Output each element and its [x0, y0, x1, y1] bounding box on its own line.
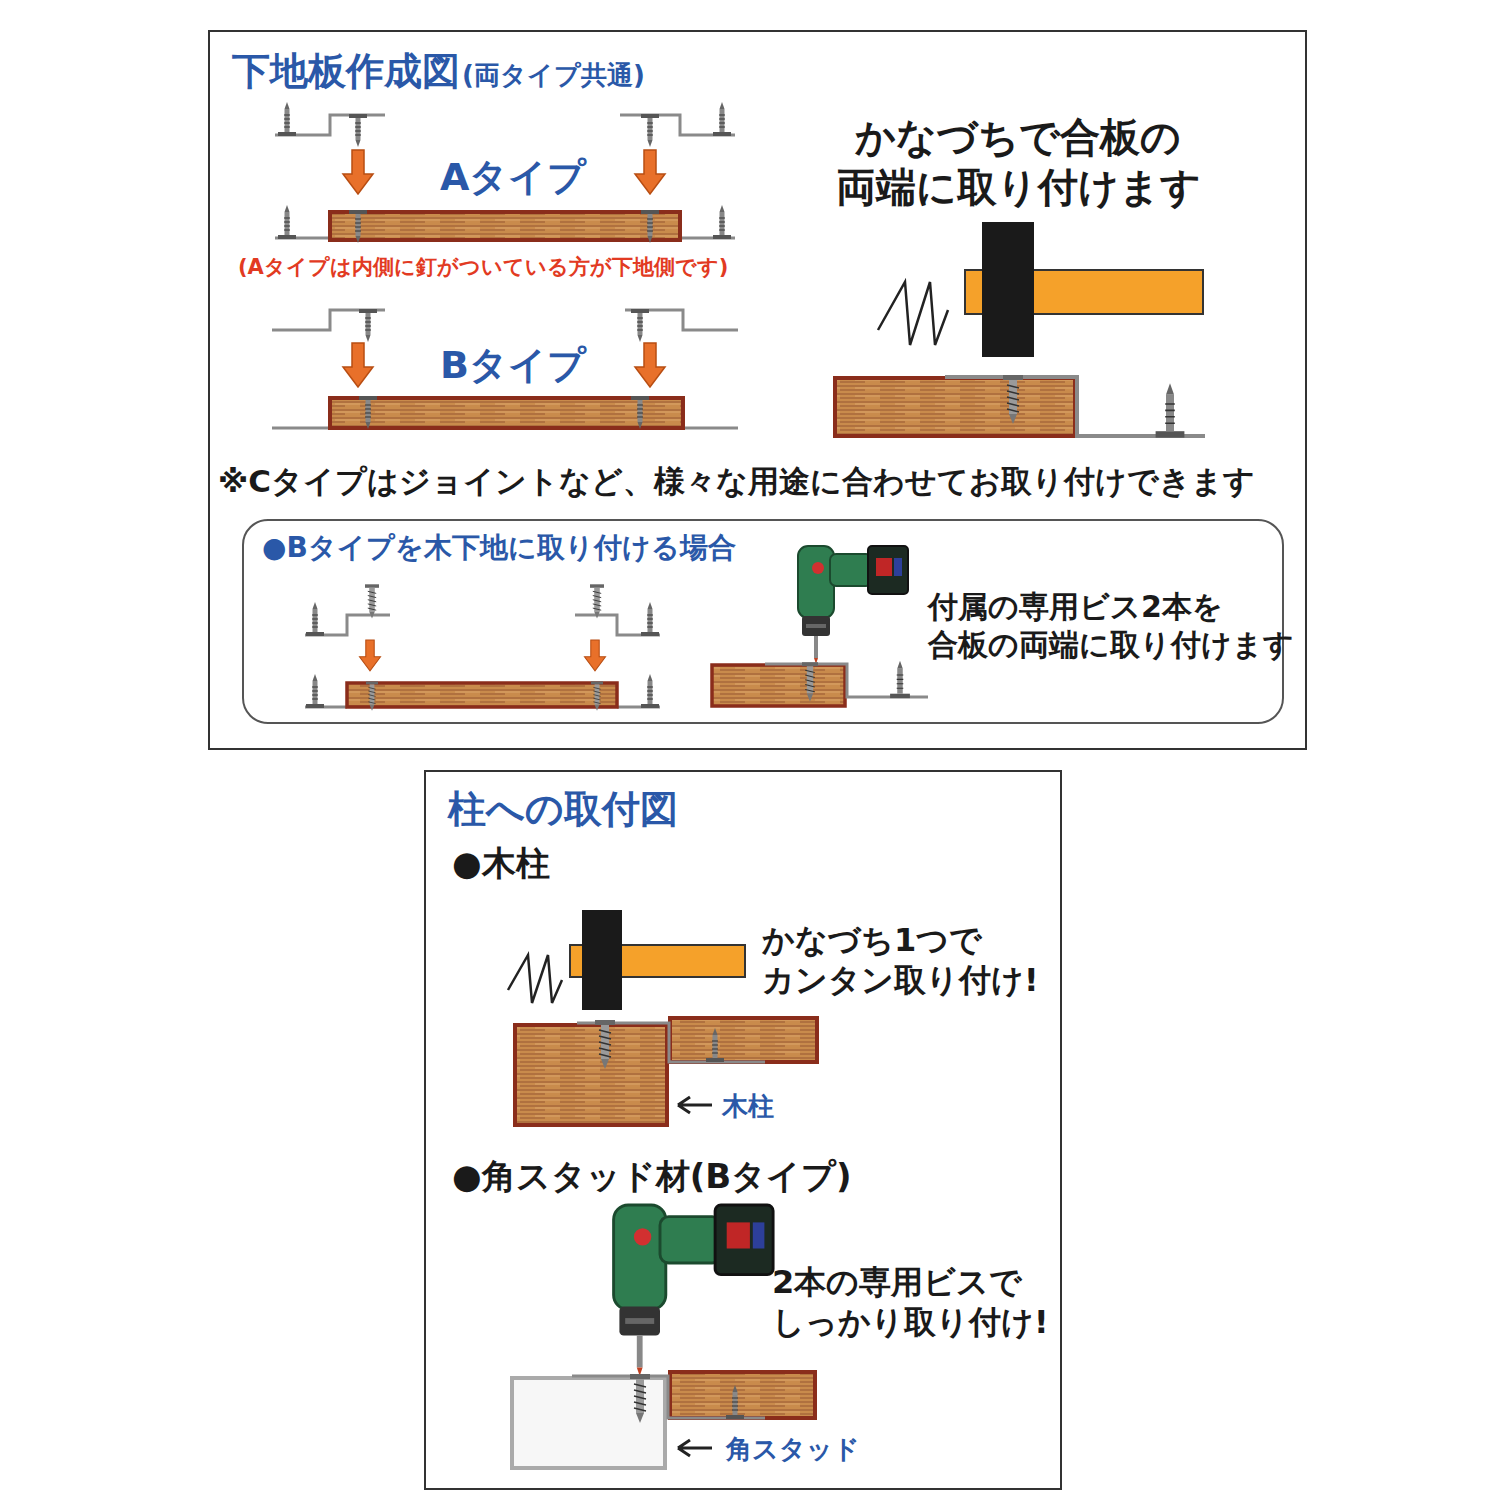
drill: [614, 1205, 774, 1376]
plywood-board: [670, 1372, 815, 1418]
part-name: 角スタッド: [726, 1433, 860, 1466]
plywood-board: [712, 665, 845, 706]
section-heading: ●木柱: [452, 842, 550, 885]
bracket: [765, 664, 928, 697]
panel-title: 下地板作成図: [232, 46, 460, 97]
bracket-b-wood: [305, 615, 660, 707]
plywood-board: [670, 1018, 817, 1062]
instruction-text: かなづちで合板の 両端に取り付けます: [836, 112, 1201, 212]
panel-title: ●Bタイプを木下地に取り付ける場合: [262, 529, 736, 567]
type-label: Aタイプ: [440, 154, 586, 202]
note-text: (Aタイプは内側に釘がついている方が下地側です): [238, 254, 728, 280]
pointer-arrow: [678, 1440, 712, 1456]
pointer-arrow: [678, 1097, 712, 1113]
hammer: [508, 910, 745, 1010]
instruction-text: 付属の専用ビス2本を 合板の両端に取り付けます: [928, 588, 1294, 663]
wooden-post: [515, 1025, 667, 1125]
note-text: ※Cタイプはジョイントなど、様々な用途に合わせてお取り付けできます: [218, 462, 1255, 501]
section-heading: ●角スタッド材(Bタイプ): [452, 1155, 852, 1198]
type-label: Bタイプ: [440, 342, 586, 390]
instruction-text: かなづち1つで カンタン取り付け!: [762, 920, 1039, 1000]
drill: [798, 546, 908, 664]
panel-title: 柱への取付図: [448, 784, 678, 835]
bracket-b: [272, 310, 738, 428]
plywood-board: [330, 398, 683, 428]
instruction-text: 2本の専用ビスで しっかり取り付け!: [772, 1262, 1049, 1342]
bracket: [572, 1376, 765, 1418]
part-name: 木柱: [722, 1090, 774, 1123]
hammer: [878, 222, 1203, 357]
plywood-board: [330, 212, 680, 240]
plywood-board: [347, 683, 617, 707]
panel-subtitle: (両タイプ共通): [462, 58, 645, 93]
plywood-board: [835, 378, 1075, 436]
